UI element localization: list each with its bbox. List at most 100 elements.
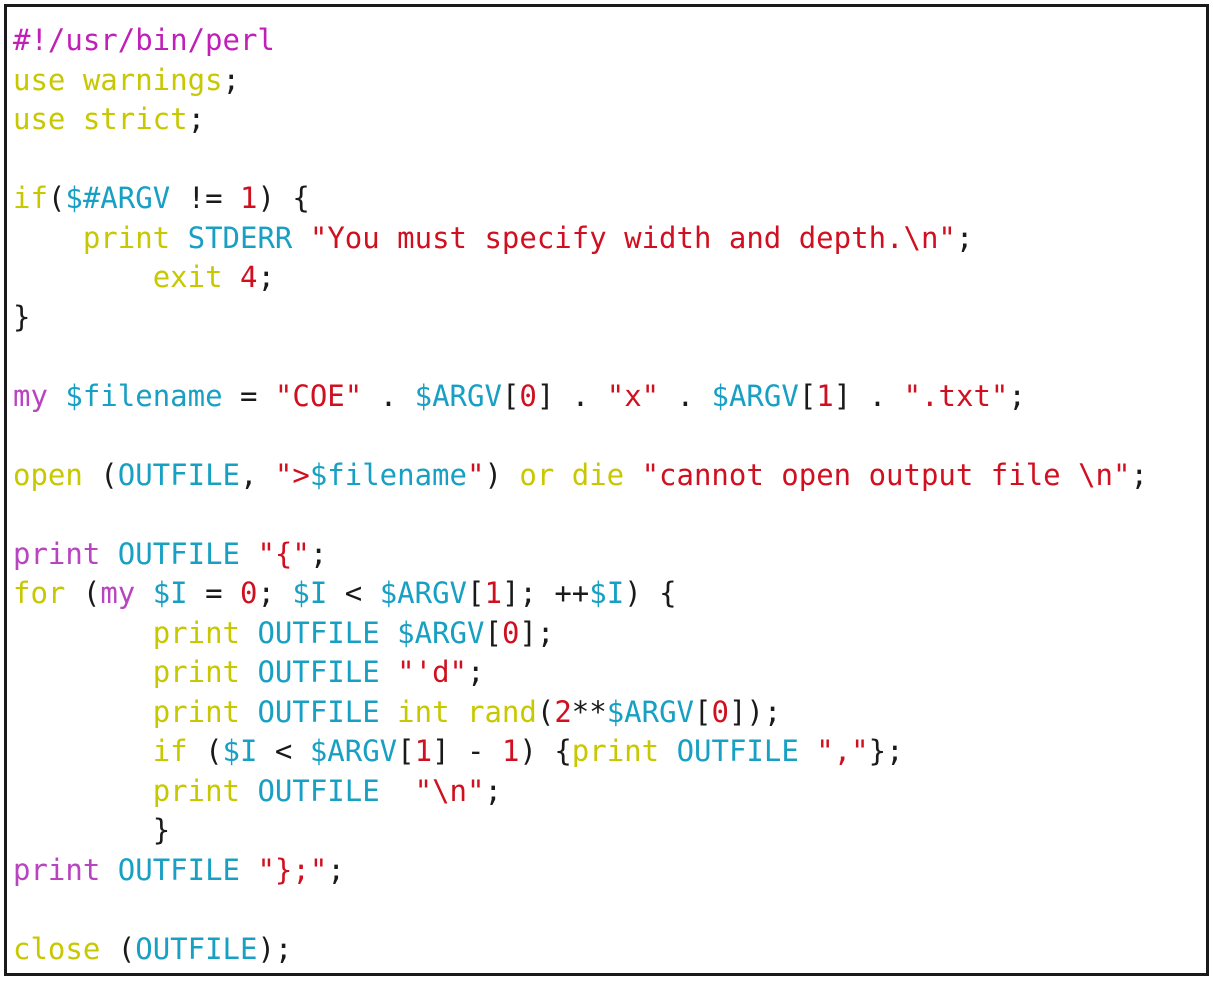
code-line[interactable]: print OUTFILE "'d";: [13, 653, 1148, 693]
code-token-builtin: my: [100, 576, 136, 610]
code-token-variable: $filename: [65, 378, 223, 413]
code-token-punct: ): [484, 457, 520, 492]
code-token-punct: [: [501, 378, 520, 413]
code-token-punct: [: [484, 615, 502, 650]
code-token-plain: [100, 537, 117, 571]
code-token-punct: ;: [484, 773, 502, 808]
code-token-punct: <: [327, 576, 380, 610]
code-line[interactable]: if($#ARGV != 1) {: [13, 179, 1148, 219]
code-token-number: 1: [816, 378, 834, 413]
code-line[interactable]: #!/usr/bin/perl: [13, 21, 1148, 61]
code-token-keyword: print: [152, 615, 240, 650]
code-token-handle: OUTFILE: [257, 615, 380, 650]
code-token-punct: **: [571, 694, 607, 729]
code-token-punct: }: [152, 813, 171, 847]
code-token-punct: ]);: [728, 694, 782, 729]
code-line[interactable]: print OUTFILE $ARGV[0];: [13, 614, 1148, 654]
code-token-plain: [135, 576, 152, 610]
code-line[interactable]: close (OUTFILE);: [13, 930, 1148, 970]
code-token-punct: };: [868, 734, 904, 768]
code-line[interactable]: my $filename = "COE" . $ARGV[0] . "x" . …: [13, 377, 1148, 417]
code-token-keyword: if: [13, 181, 48, 215]
code-line[interactable]: for (my $I = 0; $I < $ARGV[1]; ++$I) {: [13, 574, 1148, 614]
code-line[interactable]: use warnings;: [13, 61, 1148, 101]
code-token-punct: ,: [239, 457, 275, 492]
code-token-handle: OUTFILE: [676, 734, 799, 768]
code-token-punct: ;: [955, 220, 974, 255]
code-line[interactable]: [13, 495, 1148, 535]
code-line[interactable]: [13, 337, 1148, 377]
code-token-punct: <: [257, 734, 310, 768]
code-token-plain: [240, 655, 257, 689]
indent: [13, 655, 153, 689]
code-token-plain: [380, 774, 415, 808]
indent: [13, 616, 153, 650]
code-token-punct: [: [694, 694, 712, 729]
code-token-plain: [380, 616, 397, 650]
code-token-plain: [292, 221, 309, 255]
code-line[interactable]: [13, 416, 1148, 456]
code-token-handle: STDERR: [187, 220, 293, 255]
code-token-plain: [240, 616, 257, 650]
code-token-builtin: print: [13, 536, 101, 571]
code-token-punct: .: [362, 378, 415, 413]
code-token-variable: $ARGV: [397, 615, 485, 650]
code-token-number: 0: [501, 615, 520, 650]
code-token-punct: ]: [833, 378, 852, 413]
code-token-keyword: open: [13, 457, 83, 492]
code-line[interactable]: if ($I < $ARGV[1] - 1) {print OUTFILE ",…: [13, 732, 1148, 772]
indent: [13, 221, 83, 255]
code-token-punct: ) {: [257, 181, 310, 215]
code-token-handle: OUTFILE: [117, 536, 240, 571]
code-line[interactable]: print OUTFILE "\n";: [13, 772, 1148, 812]
code-token-plain: [100, 853, 117, 887]
code-token-handle: OUTFILE: [135, 931, 258, 966]
code-line[interactable]: open (OUTFILE, ">$filename") or die "can…: [13, 456, 1148, 496]
code-token-keyword: if: [152, 734, 188, 768]
code-token-number: 0: [240, 576, 258, 610]
code-token-plain: [380, 695, 397, 729]
indent: [13, 695, 153, 729]
code-token-keyword: or die: [519, 457, 625, 492]
code-token-number: 4: [240, 260, 258, 294]
code-line[interactable]: }: [13, 811, 1148, 851]
code-line[interactable]: print OUTFILE "{";: [13, 535, 1148, 575]
code-token-plain: [240, 853, 257, 887]
code-token-punct: !=: [170, 181, 240, 215]
code-token-string: "};": [257, 852, 328, 887]
code-token-punct: ;: [257, 576, 293, 610]
code-line[interactable]: use strict;: [13, 100, 1148, 140]
code-token-string: ": [466, 457, 485, 492]
code-token-punct: (: [65, 576, 101, 610]
code-token-builtin: print: [13, 852, 101, 887]
code-token-builtin: my: [13, 378, 48, 413]
code-token-handle: OUTFILE: [257, 694, 380, 729]
code-token-punct: (: [536, 694, 555, 729]
code-token-string: "You must specify width and depth.\n": [309, 220, 956, 255]
code-token-string: "COE": [274, 378, 363, 413]
code-token-handle: OUTFILE: [117, 457, 240, 492]
code-token-string: "\n": [414, 773, 485, 808]
code-line[interactable]: [13, 890, 1148, 930]
code-line[interactable]: print OUTFILE int rand(2**$ARGV[0]);: [13, 693, 1148, 733]
code-token-punct: (: [187, 734, 223, 768]
code-token-keyword: use warnings: [13, 62, 223, 97]
code-token-variable: $filename: [309, 457, 467, 492]
indent: [13, 813, 153, 847]
code-token-string: "cannot open output file \n": [641, 457, 1131, 492]
code-line[interactable]: [13, 140, 1148, 180]
code-token-variable: $I: [152, 576, 188, 610]
code-token-punct: (: [82, 457, 118, 492]
code-token-punct: ;: [309, 536, 328, 571]
code-line[interactable]: print STDERR "You must specify width and…: [13, 219, 1148, 259]
code-token-keyword: print: [82, 220, 171, 255]
code-token-punct: .: [851, 378, 904, 413]
code-line[interactable]: exit 4;: [13, 258, 1148, 298]
code-token-punct: [: [798, 378, 817, 413]
code-token-punct: ;: [187, 102, 206, 136]
code-token-keyword: print: [152, 694, 240, 729]
code-token-number: 0: [711, 694, 729, 729]
code-line[interactable]: print OUTFILE "};";: [13, 851, 1148, 891]
code-line[interactable]: }: [13, 298, 1148, 338]
